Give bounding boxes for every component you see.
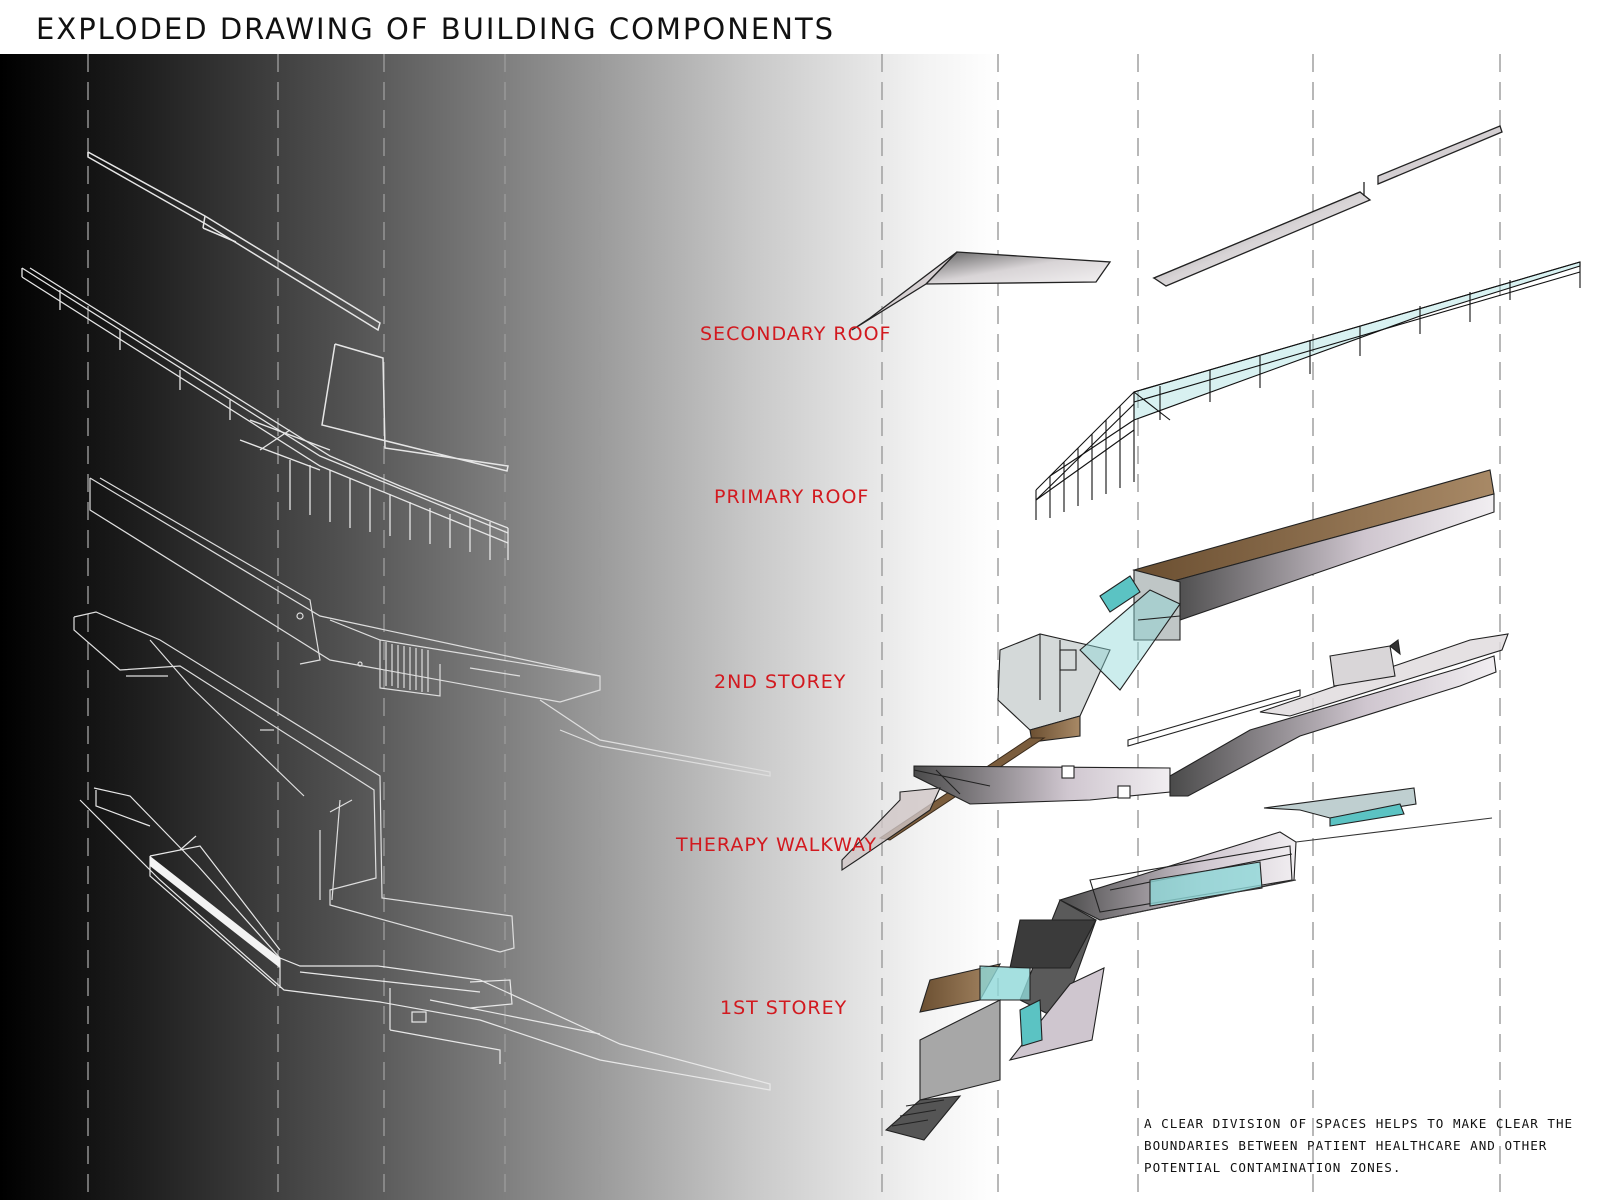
- render-second-storey: [997, 469, 1495, 743]
- label-therapy-walkway: THERAPY WALKWAY: [676, 834, 878, 856]
- render-secondary-roof: [851, 125, 1503, 331]
- render-first-storey: [884, 787, 1493, 1141]
- wireframe-first-storey-band: [150, 856, 280, 968]
- label-primary-roof: PRIMARY ROOF: [714, 486, 870, 508]
- guide-lines: [87, 54, 1501, 1200]
- wireframe-primary-roof: [21, 267, 509, 560]
- wireframe-second-storey: [89, 477, 771, 777]
- gradient-backdrop: [0, 54, 1000, 1200]
- label-second-storey: 2ND STOREY: [714, 671, 847, 693]
- render-primary-roof: [1035, 261, 1581, 520]
- label-secondary-roof: SECONDARY ROOF: [700, 323, 892, 345]
- annotation-note: A CLEAR DIVISION OF SPACES HELPS TO MAKE…: [1144, 1116, 1574, 1175]
- wireframe-secondary-roof: [87, 151, 509, 472]
- render-therapy-walkway: [841, 633, 1509, 872]
- wireframe-therapy-walkway: [73, 611, 515, 953]
- label-first-storey: 1ST STOREY: [720, 997, 848, 1019]
- wireframe-first-storey: [79, 787, 771, 1091]
- page-title: EXPLODED DRAWING OF BUILDING COMPONENTS: [36, 12, 836, 46]
